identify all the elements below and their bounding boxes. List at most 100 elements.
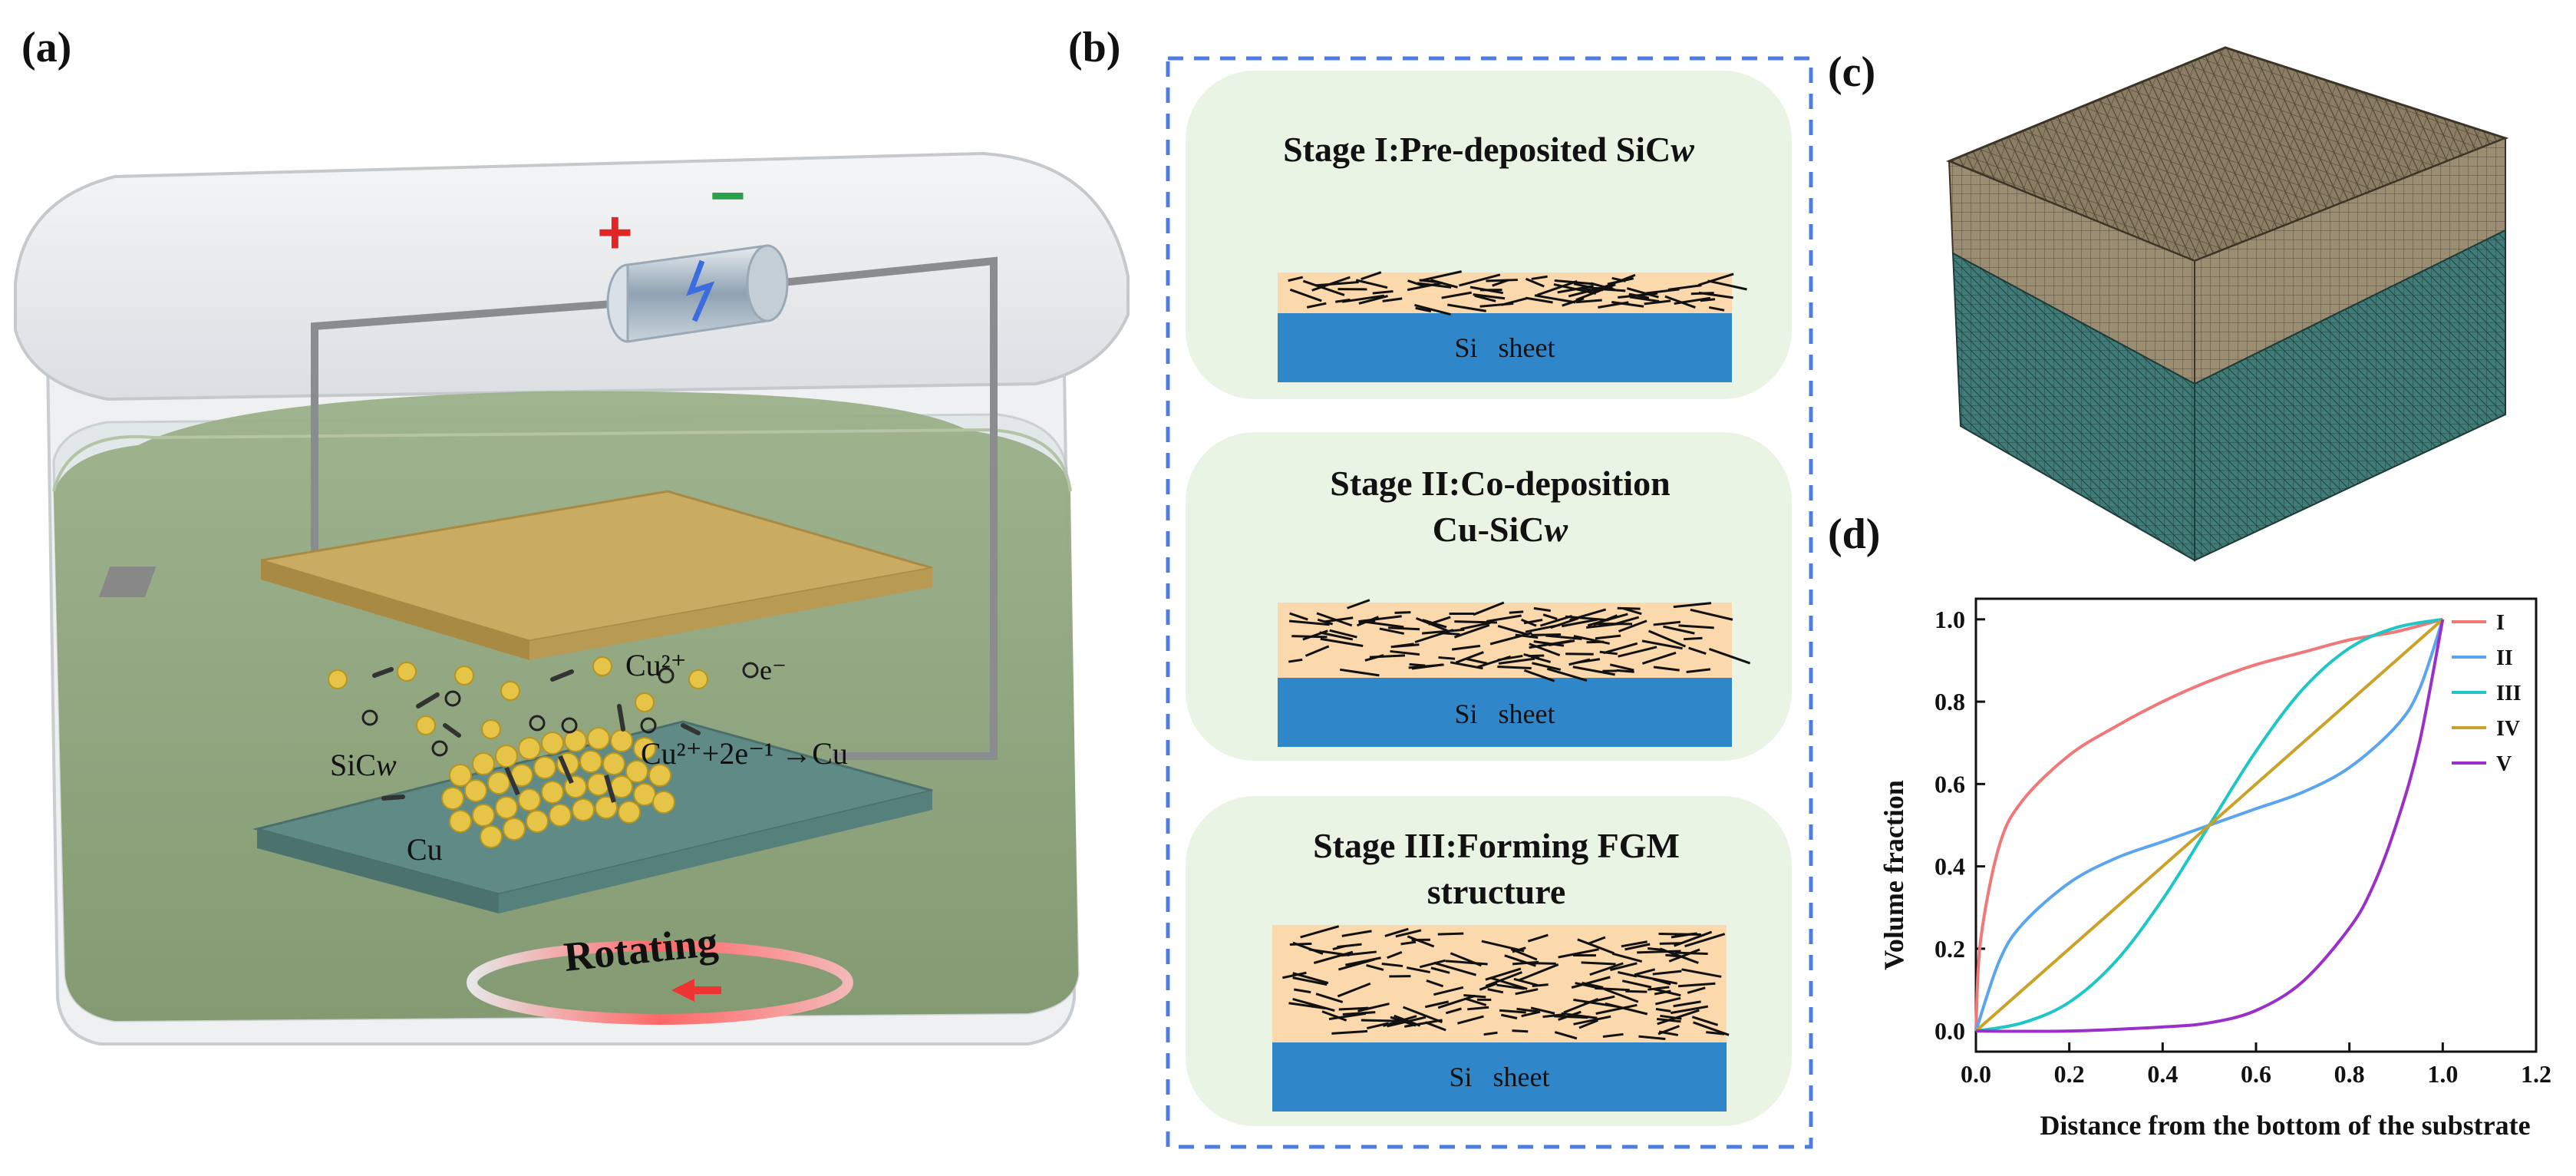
sic-whisker xyxy=(1527,933,1549,943)
sic-whisker xyxy=(1584,995,1615,1005)
sic-whisker xyxy=(1673,1000,1701,1008)
sic-whisker xyxy=(1329,629,1357,639)
sic-whisker xyxy=(1477,655,1512,669)
stage-1-title: Stage I:Pre-deposited SiCw xyxy=(1283,130,1694,169)
stage-1-coating xyxy=(1278,273,1732,315)
sic-whisker xyxy=(1337,943,1362,949)
sic-whisker xyxy=(1586,640,1605,644)
sic-whisker xyxy=(1415,616,1448,632)
sic-whisker xyxy=(1483,1031,1498,1036)
sic-whisker xyxy=(1289,942,1312,946)
sic-whisker xyxy=(1288,658,1303,663)
sic-whisker xyxy=(1308,948,1350,956)
plus-terminal-label: + xyxy=(597,198,633,266)
x-tick-label: 1.2 xyxy=(2521,1060,2551,1088)
sic-whisker xyxy=(1684,933,1726,948)
stage-2-whiskers xyxy=(1288,599,1751,682)
sic-whisker xyxy=(1658,1030,1679,1036)
sic-whisker xyxy=(1411,663,1443,670)
sic-whisker xyxy=(1292,941,1324,955)
sic-whisker xyxy=(1394,1014,1421,1027)
sic-whisker xyxy=(1653,666,1680,672)
sic-whisker xyxy=(1460,621,1491,630)
sic-whisker xyxy=(1404,1019,1443,1028)
chart-y-axis-label: Volume fraction xyxy=(1878,780,1909,970)
sic-whisker xyxy=(1577,938,1615,955)
sic-whisker xyxy=(1347,599,1370,609)
sic-whisker xyxy=(1575,283,1616,302)
sic-whisker xyxy=(1465,997,1487,1006)
sic-whisker xyxy=(1610,962,1638,972)
sic-whisker xyxy=(1417,282,1452,289)
x-tick-label: 0.8 xyxy=(2334,1060,2365,1088)
legend-label-V: V xyxy=(2496,752,2512,776)
sic-whisker xyxy=(1473,293,1506,300)
x-tick-label: 1.0 xyxy=(2427,1060,2458,1088)
sic-whisker xyxy=(1394,643,1414,648)
sic-whisker xyxy=(1652,970,1682,976)
sic-whisker xyxy=(1655,996,1681,1006)
sic-whisker xyxy=(1532,983,1549,988)
sic-whisker xyxy=(1510,947,1538,961)
sic-whisker xyxy=(1361,271,1382,281)
sic-whisker xyxy=(1381,963,1403,968)
sic-whisker xyxy=(1390,643,1420,649)
deposited-copper-particles xyxy=(441,727,675,848)
sic-whisker xyxy=(1668,948,1700,963)
sic-whisker xyxy=(1530,1006,1555,1015)
sic-whisker xyxy=(1481,940,1525,953)
sic-whisker xyxy=(1419,279,1436,283)
tank-lid xyxy=(14,151,1130,401)
sic-whisker xyxy=(1634,973,1677,985)
sic-whisker xyxy=(1562,297,1585,307)
sic-whisker xyxy=(1673,602,1712,609)
sic-whisker xyxy=(1306,302,1327,309)
sic-whisker xyxy=(1587,613,1628,627)
sic-whisker xyxy=(1316,612,1353,627)
chart-x-axis-label: Distance from the bottom of the substrat… xyxy=(2040,1110,2530,1141)
sic-whisker xyxy=(1282,971,1307,979)
sic-whisker xyxy=(1693,1021,1730,1036)
stage-3-title-line1: Stage III:Forming FGM xyxy=(1313,826,1680,865)
sic-whisker xyxy=(1593,614,1618,626)
sic-whisker xyxy=(1573,998,1618,1008)
sic-whisker xyxy=(1622,607,1642,616)
sic-whisker xyxy=(1425,1021,1446,1032)
sic-whisker xyxy=(1658,932,1701,936)
sic-whisker xyxy=(1641,651,1677,665)
sic-whisker xyxy=(1474,294,1496,302)
sic-whisker xyxy=(1542,1012,1566,1019)
stage-1-si-sheet xyxy=(1278,313,1732,382)
sic-whisker xyxy=(1526,962,1556,965)
sic-whisker xyxy=(1314,281,1359,287)
stage-2-coating xyxy=(1278,603,1732,679)
sic-whisker xyxy=(1433,961,1476,976)
sic-whisker xyxy=(1450,952,1482,967)
sic-whisker xyxy=(1408,663,1444,669)
sic-whisker xyxy=(1589,962,1624,976)
stage-1-whiskers xyxy=(1288,270,1747,316)
sic-whisker xyxy=(1678,624,1714,629)
y-tick-label: 0.0 xyxy=(1934,1017,1965,1045)
stage-2-title-line2: Cu-SiCw xyxy=(1433,510,1568,549)
sic-whisker xyxy=(1415,306,1432,313)
sic-whisker xyxy=(1420,270,1462,282)
sic-whisker xyxy=(1573,635,1610,645)
panel-label-b: (b) xyxy=(1068,24,1121,71)
sic-whisker xyxy=(1690,608,1733,621)
sic-whisker xyxy=(1366,964,1384,971)
sic-whisker xyxy=(1430,966,1450,974)
sic-whisker xyxy=(1387,1016,1427,1028)
sic-whisker xyxy=(1357,1003,1390,1012)
sic-whisker xyxy=(1618,292,1658,299)
sic-whisker xyxy=(1521,1010,1541,1018)
legend-label-I: I xyxy=(2496,611,2505,635)
sic-whisker xyxy=(1520,618,1537,627)
sic-whisker xyxy=(1663,625,1695,635)
sic-whisker xyxy=(1653,620,1681,626)
sic-whisker xyxy=(1667,284,1702,291)
sic-whisker xyxy=(1487,988,1504,994)
sic-whisker xyxy=(1625,989,1648,993)
sic-whisker xyxy=(1335,298,1351,303)
floating-sic-whiskers xyxy=(372,667,701,801)
